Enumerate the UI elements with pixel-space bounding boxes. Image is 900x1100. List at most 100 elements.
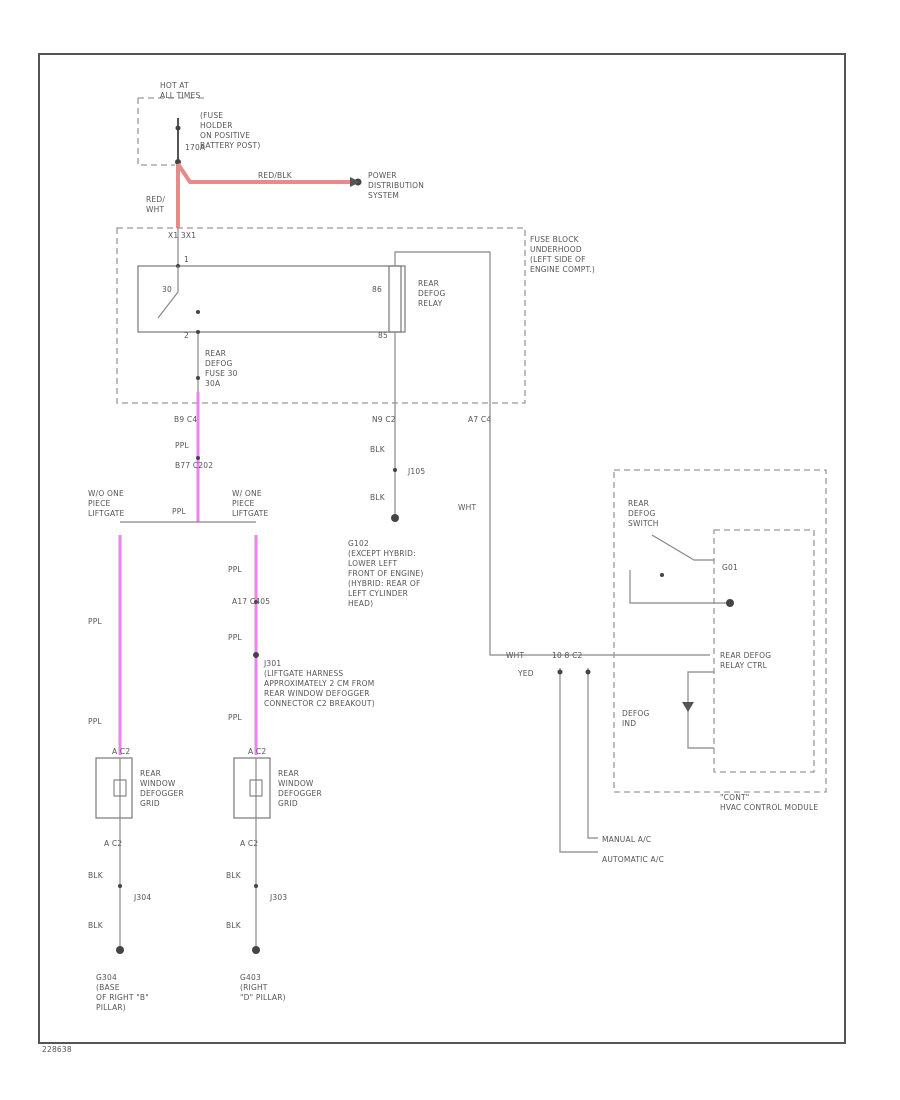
wht-label: WHT — [458, 503, 476, 512]
ppl-left-label-1: PPL — [88, 617, 102, 626]
relay-coil — [388, 265, 402, 333]
fuse-holder-node — [175, 125, 181, 131]
c-wht-label: A7 C4 — [468, 415, 491, 424]
blk-1-label: BLK — [370, 445, 386, 454]
relay-pin-2-node — [196, 330, 200, 334]
grid-right-ground-label: G403(RIGHT"D" PILLAR) — [240, 973, 286, 1002]
ppl-main-label: PPL — [175, 441, 189, 450]
ppl-left-label-2: PPL — [88, 717, 102, 726]
relay-box — [137, 265, 406, 333]
hot-at-box — [137, 97, 205, 166]
c405-node — [254, 600, 258, 604]
power-dist-wire-label: RED/BLK — [258, 171, 293, 180]
hvac-pin-10 — [557, 669, 563, 675]
hvac-auto-label: AUTOMATIC A/C — [602, 855, 664, 864]
hvac-module-box — [613, 469, 827, 793]
j301-node — [253, 652, 259, 658]
c202-node — [196, 456, 200, 460]
hvac-switch-input — [726, 599, 734, 607]
relay-pin-85: 85 — [378, 331, 388, 340]
hvac-manual-label: MANUAL A/C — [602, 835, 651, 844]
c405-label: A17 C405 — [232, 597, 270, 606]
red-wht-label: RED/WHT — [146, 195, 165, 214]
grid-right-blk-b: BLK — [226, 921, 242, 930]
fuse-block-top-pin: X1 3X1 — [168, 231, 196, 240]
grid-right-j-node — [254, 884, 258, 888]
red-wire-power — [176, 162, 356, 184]
hvac-auto-wire — [559, 668, 598, 853]
hvac-switch-node — [660, 573, 664, 577]
grid-left-pin-top: A C2 — [112, 747, 130, 756]
fuse-block-box — [116, 227, 526, 404]
relay-switch-pin: 30 — [162, 285, 172, 294]
grid-left-j-node — [118, 884, 122, 888]
power-dist-arrow — [350, 177, 360, 187]
hvac-manual-wire — [587, 668, 598, 839]
footer-code: 228638 — [42, 1045, 72, 1054]
hvac-led — [682, 702, 694, 712]
g102-ground — [391, 514, 399, 522]
fuse-node — [196, 376, 200, 380]
grid-left-j: J304 — [133, 893, 151, 902]
hvac-led-wire — [687, 671, 714, 749]
relay-pin-2: 2 — [184, 331, 189, 340]
c202-label: B77 C202 — [175, 461, 213, 470]
grid-right-box — [233, 757, 271, 819]
grid-right-pin-bottom: A C2 — [240, 839, 258, 848]
relay-contact-node — [196, 310, 200, 314]
grid-right-ground — [252, 946, 260, 954]
grid-right-element — [249, 758, 263, 818]
ppl-right-label-1: PPL — [228, 565, 242, 574]
wht-wire — [489, 395, 710, 656]
relay-pin-top: 1 — [184, 255, 189, 264]
ppl-right-label-2: PPL — [228, 633, 242, 642]
grid-right-blk-a: BLK — [226, 871, 242, 880]
hvac-switch — [651, 534, 714, 561]
diagram-frame — [38, 53, 846, 1044]
relay-pin-86: 86 — [372, 285, 382, 294]
hvac-row-red: YED — [517, 669, 534, 678]
fuse-holder-pin: 170A — [185, 143, 206, 152]
hvac-row-wht: WHT — [506, 651, 524, 660]
relay-contact-wire — [157, 266, 179, 319]
grid-right-pin-top: A C2 — [248, 747, 266, 756]
hvac-switch-return — [629, 570, 730, 604]
c-blk-label: N9 C2 — [372, 415, 396, 424]
relay-coil-top-wire — [394, 251, 491, 395]
ppl-right-label-3: PPL — [228, 713, 242, 722]
grid-left-box — [95, 757, 133, 819]
grid-left-blk-a: BLK — [88, 871, 104, 880]
j105-node — [393, 468, 397, 472]
hvac-inner-box — [713, 529, 815, 773]
grid-left-blk-b: BLK — [88, 921, 104, 930]
hvac-module-label: "CONT"HVAC CONTROL MODULE — [720, 793, 818, 812]
hvac-row-pins: 10 8 C2 — [552, 651, 583, 660]
grid-left-pin-bottom: A C2 — [104, 839, 122, 848]
c-ppl-label: B9 C4 — [174, 415, 197, 424]
blk-2-label: BLK — [370, 493, 386, 502]
grid-right-j: J303 — [269, 893, 287, 902]
ppl-split-label: PPL — [172, 507, 186, 516]
j105-label: J105 — [407, 467, 425, 476]
hvac-pin-g01: G01 — [722, 563, 738, 572]
grid-left-element — [113, 758, 127, 818]
